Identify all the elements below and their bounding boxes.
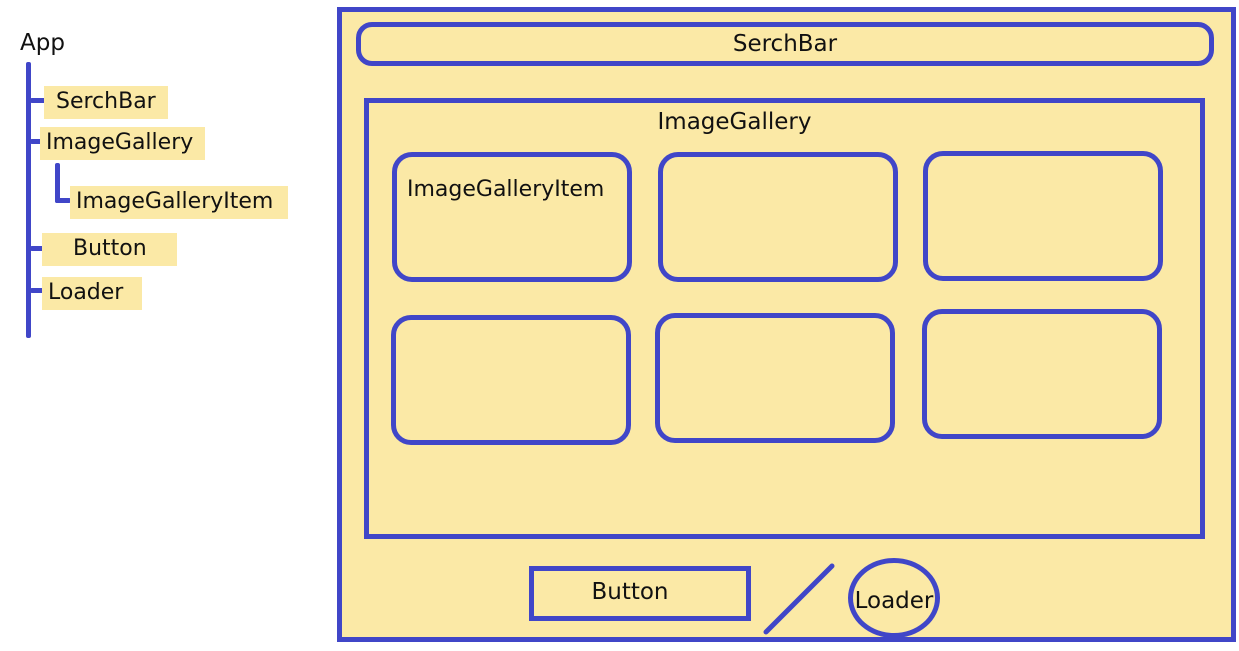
- gallery-item-box: [922, 309, 1162, 439]
- tree-node-imagegalleryitem: ImageGalleryItem: [70, 186, 288, 219]
- tree-branch-imagegallery: [30, 139, 44, 144]
- tree-branch-button: [30, 246, 46, 251]
- gallery-item-box: [391, 315, 631, 445]
- tree-node-searchbar: SerchBar: [44, 86, 168, 119]
- tree-branch-imagegalleryitem: [55, 198, 71, 203]
- tree-node-loader: Loader: [42, 277, 142, 310]
- button-box: Button: [529, 566, 751, 621]
- image-gallery-label: ImageGallery: [657, 109, 812, 135]
- searchbar-box: SerchBar: [356, 22, 1214, 66]
- gallery-item-box: ImageGalleryItem: [392, 152, 632, 282]
- button-label: Button: [591, 579, 669, 605]
- tree-node-imagegallery: ImageGallery: [40, 127, 205, 160]
- loader-label: Loader: [854, 588, 934, 614]
- gallery-item-box: [655, 313, 895, 443]
- gallery-item-box: [923, 151, 1163, 281]
- gallery-item-label: ImageGalleryItem: [407, 177, 605, 202]
- tree-node-button: Button: [42, 233, 177, 266]
- tree-trunk-line: [26, 62, 31, 338]
- searchbar-label: SerchBar: [732, 31, 838, 57]
- slash-separator: [763, 563, 835, 635]
- gallery-item-box: [658, 152, 898, 282]
- component-tree: App SerchBar ImageGallery ImageGalleryIt…: [0, 0, 320, 360]
- loader-circle: Loader: [848, 558, 940, 638]
- tree-root-app: App: [20, 30, 65, 56]
- tree-branch-sub-line: [55, 163, 60, 203]
- tree-branch-loader: [30, 288, 46, 293]
- tree-branch-searchbar: [30, 98, 46, 103]
